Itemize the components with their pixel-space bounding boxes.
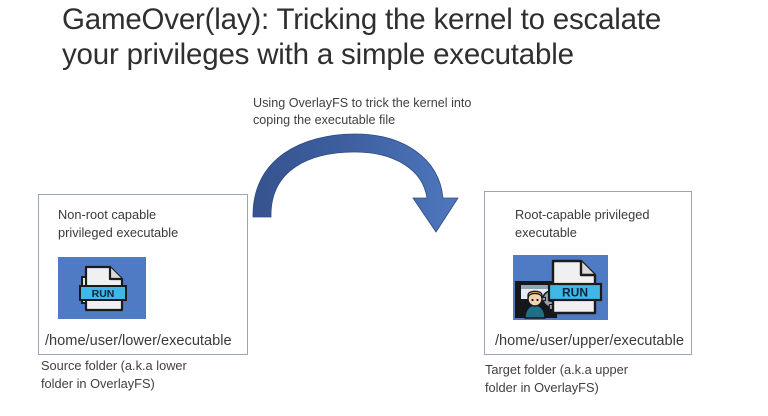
source-folder-caption: Source folder (a.k.a lower folder in Ove… [41, 358, 187, 391]
source-path-label: /home/user/lower/executable [45, 333, 232, 349]
arrow-annotation-text: Using OverlayFS to trick the kernel into… [253, 96, 472, 127]
admin-user-avatar-icon [524, 290, 546, 319]
source-folder-box: Non-root capable privileged executable R… [38, 194, 248, 355]
target-folder-box: Root-capable privileged executable [484, 191, 692, 355]
run-executable-icon: RUN [58, 257, 146, 319]
curved-flow-arrow-icon [252, 133, 459, 233]
run-banner-label: RUN [92, 288, 115, 300]
page-title: GameOver(lay): Tricking the kernel to es… [62, 3, 662, 71]
target-path-label: /home/user/upper/executable [495, 333, 685, 349]
source-box-heading: Non-root capable privileged executable [58, 207, 179, 240]
run-executable-root-icon: RUN [513, 255, 608, 320]
run-banner-label: RUN [562, 286, 588, 300]
target-folder-caption: Target folder (a.k.a upper folder in Ove… [485, 362, 628, 395]
target-box-heading: Root-capable privileged executable [515, 207, 650, 240]
